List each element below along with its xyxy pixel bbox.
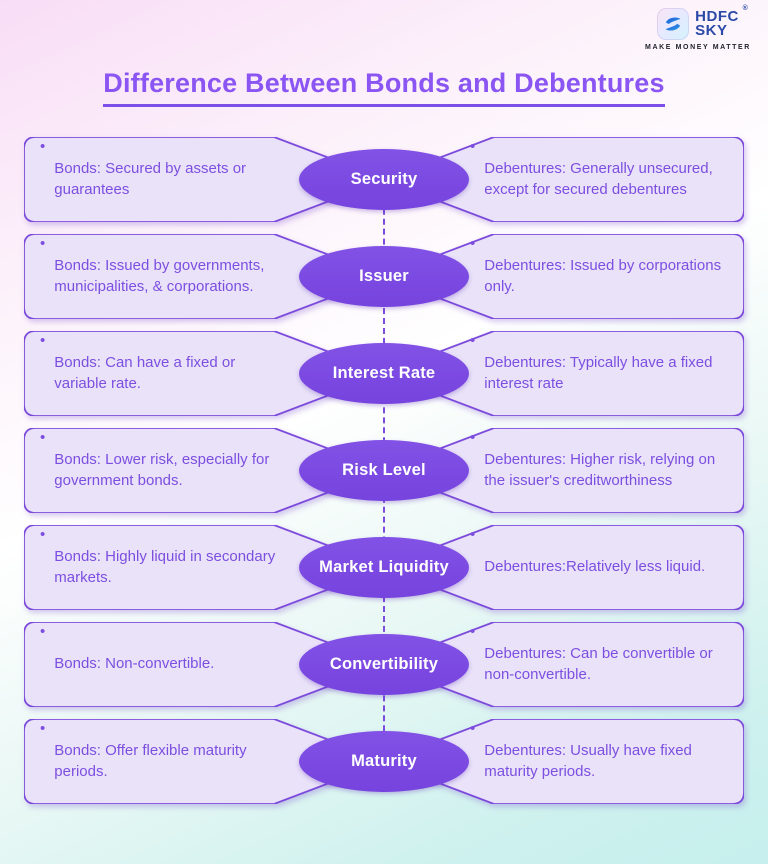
row-card-shapes xyxy=(24,719,744,804)
brand-hdfc: HDFC xyxy=(695,8,739,26)
bullet-point: • xyxy=(470,138,476,155)
row-label-ellipse: Maturity xyxy=(299,731,469,792)
bonds-text-value: Bonds: Can have a fixed or variable rate… xyxy=(54,353,236,392)
row-card-shapes xyxy=(24,428,744,513)
row-label-ellipse: Convertibility xyxy=(299,634,469,695)
comparison-row: • Bonds: Non-convertible. Convertibility… xyxy=(24,622,744,707)
row-label: Security xyxy=(350,170,418,188)
debentures-text: • Debentures: Issued by corporations onl… xyxy=(470,234,738,319)
row-card-shapes xyxy=(24,331,744,416)
bonds-text-value: Bonds: Non-convertible. xyxy=(54,655,215,673)
debentures-text-value: Debentures: Generally unsecured, except … xyxy=(484,159,713,198)
debentures-text: • Debentures: Can be convertible or non-… xyxy=(470,622,738,707)
bonds-text: • Bonds: Issued by governments, municipa… xyxy=(40,234,288,319)
bonds-text: • Bonds: Non-convertible. xyxy=(40,622,288,707)
comparison-row: • Bonds: Secured by assets or guarantees… xyxy=(24,137,744,222)
bullet-point: • xyxy=(470,720,476,737)
row-card-shapes xyxy=(24,137,744,222)
row-label-ellipse: Market Liquidity xyxy=(299,537,469,598)
row-label: Market Liquidity xyxy=(319,558,449,576)
bullet-point: • xyxy=(40,720,46,737)
row-card-shapes xyxy=(24,622,744,707)
comparison-row: • Bonds: Offer flexible maturity periods… xyxy=(24,719,744,804)
debentures-text-value: Debentures: Usually have fixed maturity … xyxy=(484,741,692,780)
debentures-text-value: Debentures: Issued by corporations only. xyxy=(484,256,722,295)
bullet-point: • xyxy=(470,526,476,543)
bullet-point: • xyxy=(470,332,476,349)
row-label: Interest Rate xyxy=(332,364,436,382)
row-card-shapes xyxy=(24,525,744,610)
bonds-text: • Bonds: Lower risk, especially for gove… xyxy=(40,428,288,513)
debentures-text-value: Debentures:Relatively less liquid. xyxy=(484,558,706,576)
debentures-text: • Debentures: Generally unsecured, excep… xyxy=(470,137,738,222)
bonds-text: • Bonds: Secured by assets or guarantees xyxy=(40,137,288,222)
bonds-text: • Bonds: Highly liquid in secondary mark… xyxy=(40,525,288,610)
comparison-row: • Bonds: Lower risk, especially for gove… xyxy=(24,428,744,513)
brand-sky: SKY xyxy=(695,22,728,39)
hdfc-sky-logo: ® HDFC SKY MAKE MONEY MATTER xyxy=(642,5,754,51)
bullet-point: • xyxy=(40,429,46,446)
brand-tagline: MAKE MONEY MATTER xyxy=(645,44,751,51)
row-label: Convertibility xyxy=(329,655,439,673)
comparison-row: • Bonds: Can have a fixed or variable ra… xyxy=(24,331,744,416)
bullet-point: • xyxy=(470,235,476,252)
bonds-text: • Bonds: Offer flexible maturity periods… xyxy=(40,719,288,804)
row-label: Maturity xyxy=(351,752,417,770)
row-label-ellipse: Risk Level xyxy=(299,440,469,501)
page-title: Difference Between Bonds and Debentures xyxy=(103,68,665,107)
row-label-ellipse: Security xyxy=(299,149,469,210)
bullet-point: • xyxy=(40,526,46,543)
comparison-row: • Bonds: Issued by governments, municipa… xyxy=(24,234,744,319)
bullet-point: • xyxy=(40,138,46,155)
comparison-row: • Bonds: Highly liquid in secondary mark… xyxy=(24,525,744,610)
debentures-text: • Debentures:Relatively less liquid. xyxy=(470,525,738,610)
debentures-text: • Debentures: Typically have a fixed int… xyxy=(470,331,738,416)
debentures-text-value: Debentures: Higher risk, relying on the … xyxy=(484,450,716,489)
bonds-text-value: Bonds: Secured by assets or guarantees xyxy=(54,159,247,198)
debentures-text-value: Debentures: Typically have a fixed inter… xyxy=(484,353,713,392)
registered-mark: ® xyxy=(742,5,748,13)
row-label-ellipse: Issuer xyxy=(299,246,469,307)
bullet-point: • xyxy=(470,429,476,446)
bonds-text-value: Bonds: Lower risk, especially for govern… xyxy=(54,450,270,489)
comparison-diagram: • Bonds: Secured by assets or guarantees… xyxy=(24,137,744,804)
bullet-point: • xyxy=(40,623,46,640)
bonds-text-value: Bonds: Offer flexible maturity periods. xyxy=(54,741,247,780)
debentures-text: • Debentures: Higher risk, relying on th… xyxy=(470,428,738,513)
row-label-ellipse: Interest Rate xyxy=(299,343,469,404)
bonds-text: • Bonds: Can have a fixed or variable ra… xyxy=(40,331,288,416)
row-label: Issuer xyxy=(359,267,409,285)
bullet-point: • xyxy=(40,332,46,349)
bonds-text-value: Bonds: Highly liquid in secondary market… xyxy=(54,547,276,586)
bullet-point: • xyxy=(40,235,46,252)
hdfc-sky-swoosh-icon xyxy=(657,8,690,40)
row-card-shapes xyxy=(24,234,744,319)
debentures-text-value: Debentures: Can be convertible or non-co… xyxy=(484,644,713,683)
debentures-text: • Debentures: Usually have fixed maturit… xyxy=(470,719,738,804)
bullet-point: • xyxy=(470,623,476,640)
row-label: Risk Level xyxy=(342,461,426,479)
bonds-text-value: Bonds: Issued by governments, municipali… xyxy=(54,256,265,295)
